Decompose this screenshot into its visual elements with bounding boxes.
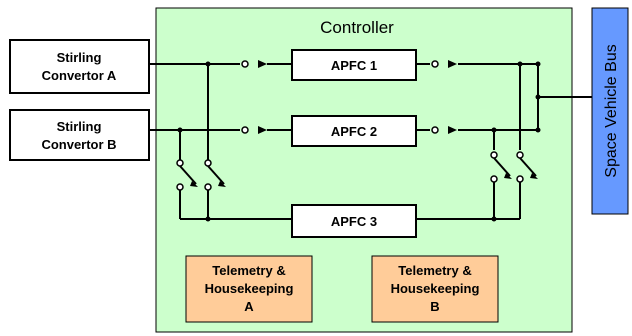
stirling-a-label-line1: Stirling	[57, 50, 102, 65]
apfc-2-label: APFC 2	[331, 124, 377, 139]
stirling-convertor-b-box	[9, 109, 150, 161]
telemetry-a-box	[185, 255, 313, 323]
telemetry-a-line2: Housekeeping	[205, 281, 294, 296]
controller-title: Controller	[320, 18, 394, 37]
stirling-convertor-a-box	[9, 39, 150, 94]
space-vehicle-bus-box	[591, 7, 629, 215]
apfc-1-label: APFC 1	[331, 58, 377, 73]
stirling-a-label-line2: Convertor A	[42, 68, 117, 83]
stirling-b-label-line1: Stirling	[57, 119, 102, 134]
stirling-b-label-line2: Convertor B	[41, 137, 116, 152]
apfc-2-box	[291, 115, 417, 147]
telemetry-b-line1: Telemetry &	[398, 263, 471, 278]
telemetry-b-box	[371, 255, 499, 323]
space-vehicle-bus-label: Space Vehicle Bus	[603, 44, 620, 177]
apfc-1-box	[291, 49, 417, 81]
telemetry-b-line2: Housekeeping	[391, 281, 480, 296]
apfc-3-box	[291, 204, 417, 238]
telemetry-a-line1: Telemetry &	[212, 263, 285, 278]
telemetry-a-line3: A	[244, 299, 254, 314]
telemetry-b-line3: B	[430, 299, 439, 314]
apfc-3-label: APFC 3	[331, 214, 377, 229]
